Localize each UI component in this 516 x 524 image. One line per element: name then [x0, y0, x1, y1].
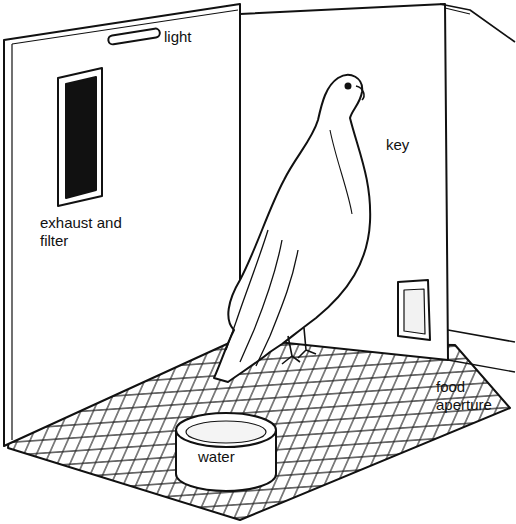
light-bar: [108, 28, 161, 45]
left-wall: [4, 4, 240, 446]
food-aperture: [398, 280, 430, 340]
part-label: water: [198, 448, 258, 466]
part-label: key: [386, 136, 426, 154]
part-label: light: [164, 28, 224, 46]
part-label: exhaust and filter: [40, 214, 138, 250]
pigeon: [214, 75, 370, 382]
part-label: food aperture: [436, 378, 512, 414]
water-dish: [176, 413, 276, 491]
front-panel: [448, 330, 515, 342]
exhaust-vent: [58, 68, 102, 206]
